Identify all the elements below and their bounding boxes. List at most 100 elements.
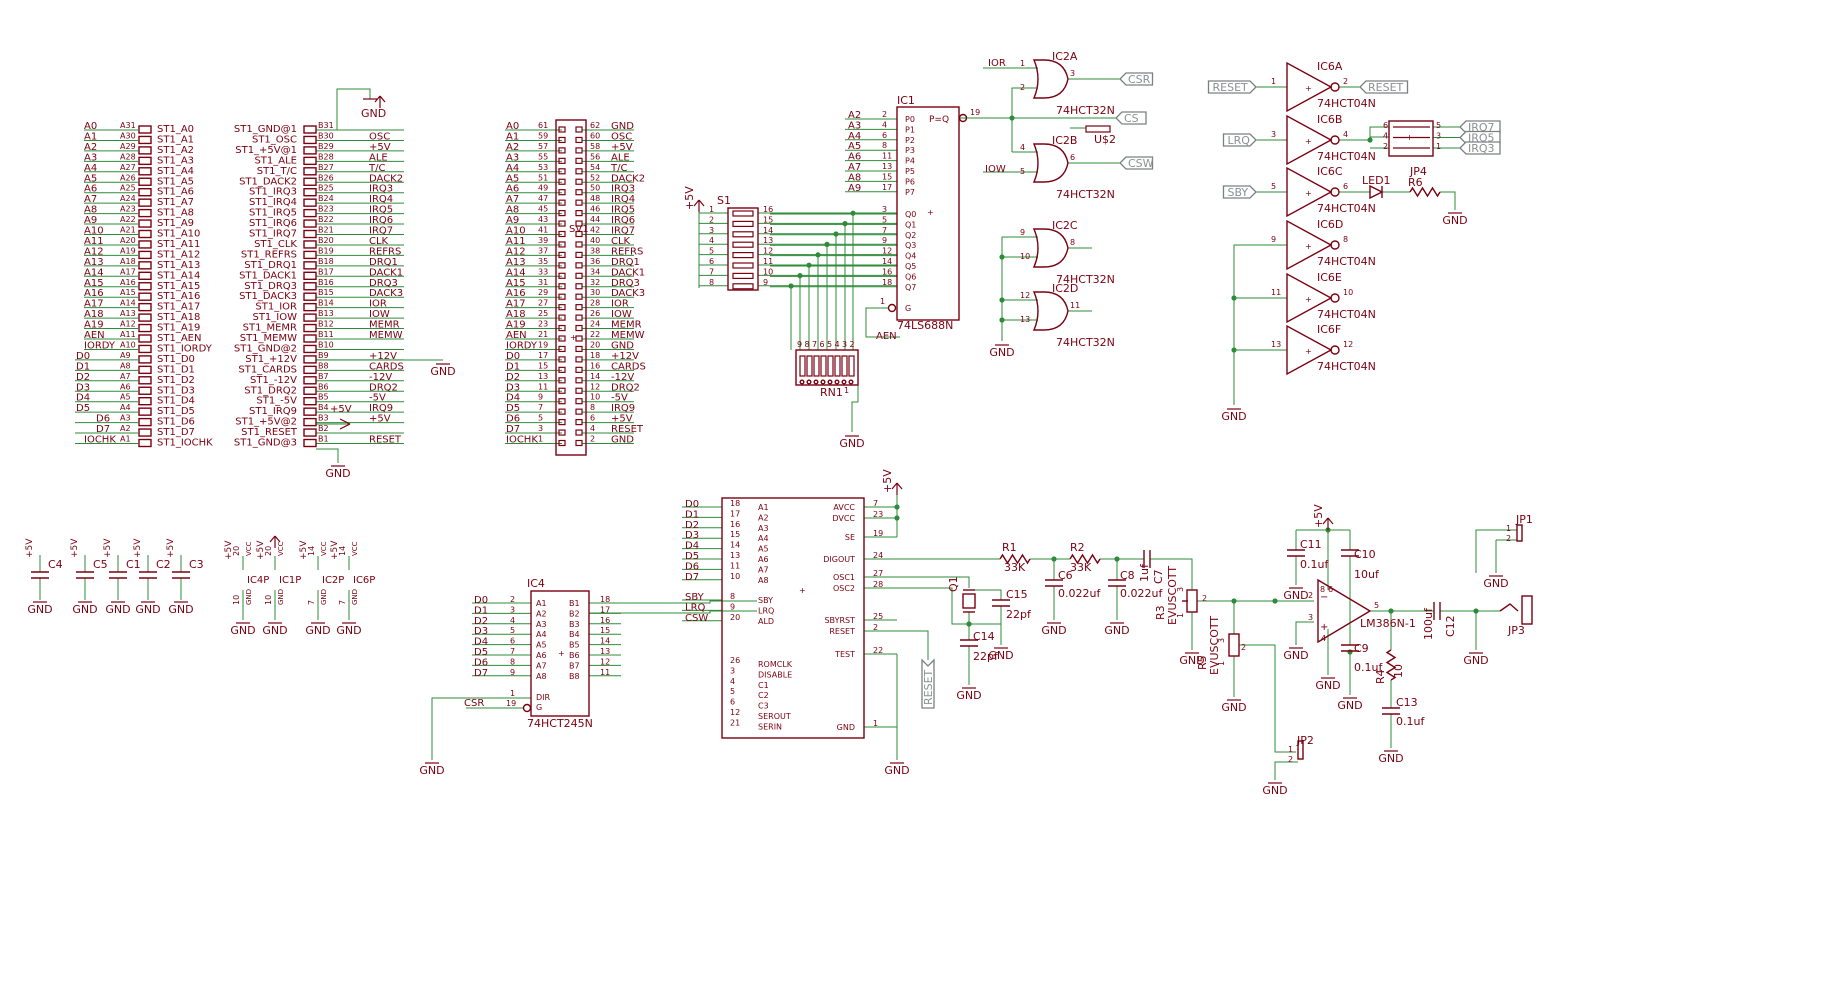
pin-number: 4 [1343,130,1348,139]
or-gate [1032,291,1069,331]
sv1-signal: +5V [611,414,633,425]
cap-name: C9 [1354,642,1369,655]
pin-number: 15 [600,626,610,635]
edge-pad [303,198,317,207]
pin-number: A20 [120,236,136,245]
pin-number: 12 [730,708,740,717]
cap-value: 0.022uf [1120,587,1163,600]
rn-node [841,379,847,385]
sv1-signal: REFRS [611,246,643,257]
edge-pad [138,271,152,280]
gate-name: IC2C [1052,219,1078,232]
pin-number: A5 [120,393,131,402]
sv1-signal: D6 [506,414,520,425]
net-flag-label: RESET [1368,81,1404,94]
pin-number: 9 [882,236,887,245]
pin-number: 2 [709,215,714,224]
pin-number: 1 [1436,142,1441,151]
symbol-line [274,535,281,543]
cap-name: C5 [93,558,108,571]
pin-label: C2 [758,691,769,700]
junction-dot [966,621,972,627]
edge-signal: ST1_A5 [157,176,194,187]
pin-number: B15 [318,288,334,297]
sv1-signal: A10 [506,226,526,237]
pin-number: A26 [120,173,136,182]
pin-number: A6 [120,382,131,391]
edge-signal: ST1_D1 [157,364,195,375]
pin-label: A3 [758,524,769,533]
sv1-signal: OSC [611,131,632,142]
edge-signal: ST1_D2 [157,375,195,386]
left-signal: D3 [76,382,90,393]
gnd-label: GND [430,365,455,378]
pin-number: B30 [318,131,334,140]
pin-label: A5 [758,545,769,554]
pin-number: 13 [763,236,773,245]
pin-number: 12 [1020,291,1030,300]
sv1-signal: A16 [506,288,526,299]
edge-pad [303,146,317,155]
pin-number: 10 [232,595,241,605]
inversion-bubble [887,303,897,313]
pin-number: 6 [730,698,735,707]
pin-number: 1 [709,205,714,214]
edge-signal: ST1_AEN [157,333,201,344]
pin-label: C1 [758,681,769,690]
edge-pad [138,417,152,427]
header-pin [558,136,566,144]
cap-name: C2 [156,558,171,571]
pin-label: DVCC [832,514,855,523]
pin-number: 4 [835,340,840,349]
edge-pad [303,292,317,301]
part-ref: Q1 [947,576,960,592]
gnd-label: GND [1104,624,1129,637]
pin-number: 9 [538,393,543,402]
pin-label: VCC [245,541,253,556]
pin-number: 8 [1320,585,1325,594]
sv1-signal: IRQ4 [611,194,635,205]
junction-dot [815,252,821,258]
left-signal: D6 [96,414,110,425]
plus-mark: + [1305,347,1312,356]
sv1-signal: IRQ9 [611,403,635,414]
edge-pad [138,355,152,364]
edge-pad [303,407,317,416]
pin-number: 5 [1020,167,1025,176]
pin-label: P3 [905,146,915,155]
pin-number: 16 [600,616,610,625]
sv1-signal: A4 [506,163,519,174]
pin-number: A14 [120,299,136,308]
edge-signal: ST1_A7 [157,197,194,208]
pin-number: 27 [873,569,883,578]
pin-number: 3 [882,205,887,214]
sv1-signal: D5 [506,403,520,414]
sv1-signal: A15 [506,278,526,289]
pin-label: B2 [569,609,580,618]
gate-name: IC2D [1052,282,1078,295]
supply-label: +5V [224,540,234,560]
edge-pad [303,282,317,291]
sv1-signal: DRQ1 [611,257,640,268]
gate-name: IC2B [1052,134,1077,147]
sv1-signal: A17 [506,299,526,310]
symbol-line [339,423,351,430]
header-pin [558,439,566,447]
edge-signal: ST1_-12V [250,375,297,386]
left-signal: A13 [84,257,104,268]
pin-number: A15 [120,288,136,297]
cap-value: 22pf [1006,608,1032,621]
left-signal: A2 [84,142,97,153]
pin-number: 40 [590,236,600,245]
header-pin [558,429,566,436]
junction-dot [894,504,900,510]
pin-number: B7 [318,372,329,381]
edge-pad [138,365,152,375]
supply-label: +5V [683,186,696,210]
pin-number: B2 [318,424,329,433]
sv1-signal: AEN [506,330,527,341]
edge-signal: ST1_IRQ5 [249,208,297,219]
left-signal: D0 [76,351,90,362]
sv1-signal: A3 [506,152,519,163]
pin-number: 14 [763,226,773,235]
